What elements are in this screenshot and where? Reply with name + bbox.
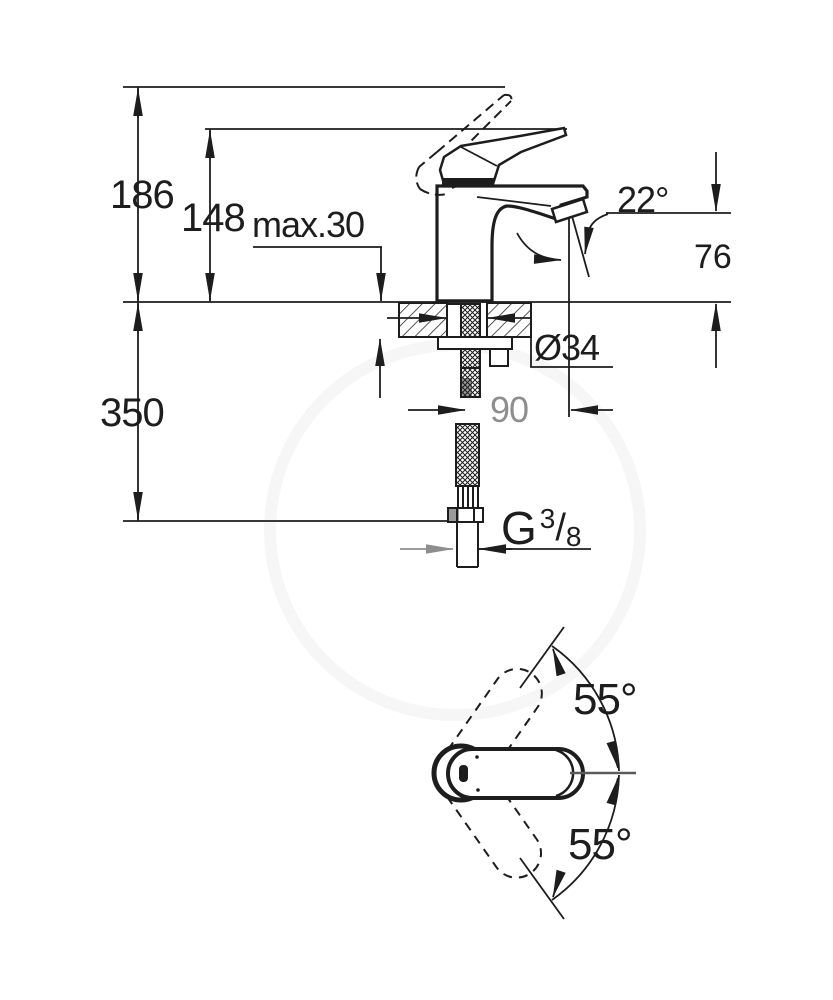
- mounting-hardware: [437, 303, 513, 369]
- supply-hose: [447, 367, 484, 568]
- handle-top-view: [446, 747, 585, 800]
- swivel-extension-upper: [519, 626, 565, 689]
- aerator: [550, 197, 589, 224]
- deck-cross-section: [398, 302, 532, 338]
- dim-spout-reach: 90: [490, 389, 529, 430]
- dimension-lines: [123, 86, 731, 554]
- dim-outlet-height: 76: [694, 238, 732, 276]
- dim-deck-thickness: max.30: [252, 204, 365, 245]
- dim-spout-angle: 22°: [617, 179, 669, 220]
- faucet-body: [435, 184, 589, 303]
- thread-g: G: [501, 502, 537, 554]
- dim-handle-height: 148: [181, 196, 246, 240]
- swivel-extension-lower: [519, 857, 565, 920]
- dim-total-height: 186: [110, 173, 175, 217]
- handle-notch: [459, 765, 468, 782]
- lever-handle: [438, 126, 568, 186]
- thread-denominator: 8: [565, 521, 582, 552]
- dim-swivel-upper: 55°: [573, 675, 638, 724]
- thread-slash: /: [555, 507, 566, 549]
- thread-numerator: 3: [539, 503, 556, 534]
- dim-swivel-lower: 55°: [568, 820, 633, 869]
- dim-below-deck-length: 350: [100, 391, 165, 435]
- dim-hole-diameter: Ø34: [534, 327, 600, 368]
- watermark-ring: [264, 339, 646, 721]
- lever-base-cap: [442, 178, 494, 185]
- top-view: [431, 626, 636, 920]
